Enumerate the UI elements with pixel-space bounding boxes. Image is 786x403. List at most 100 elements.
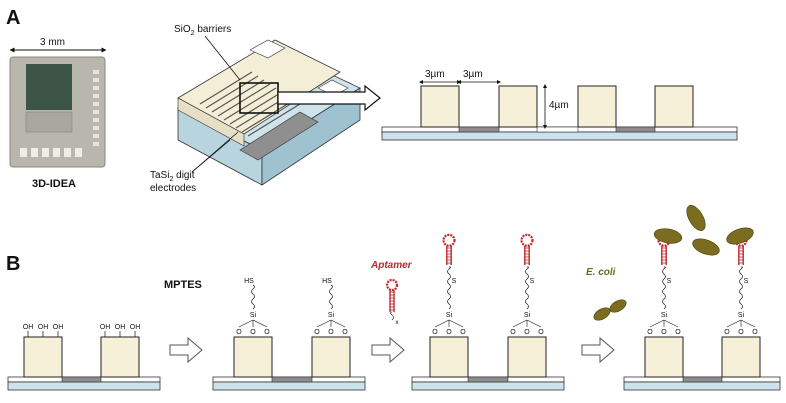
substrate [7, 381, 161, 391]
oh-label: OH [130, 324, 141, 331]
alkyl-chain [662, 266, 666, 310]
o-label: O [264, 329, 270, 336]
si-o-bond [330, 319, 346, 328]
s-label: S [530, 278, 535, 285]
alkyl-chain [329, 284, 333, 310]
process-arrow [371, 336, 405, 364]
si-label: Si [328, 312, 335, 319]
alkyl-chain [251, 284, 255, 310]
si-label: Si [446, 312, 453, 319]
electrode [467, 376, 509, 383]
oh-label: OH [53, 324, 64, 331]
pillar [721, 336, 761, 378]
pillar [311, 336, 351, 378]
si-label: Si [661, 312, 668, 319]
o-label: O [647, 329, 653, 336]
si-o-bond [740, 319, 756, 328]
process-arrow [581, 336, 615, 364]
o-label: O [661, 329, 667, 336]
o-label: O [724, 329, 730, 336]
si-o-bond [526, 319, 542, 328]
o-label: O [432, 329, 438, 336]
pillar [507, 336, 547, 378]
aptamer-loop [442, 233, 456, 247]
oh-label: OH [38, 324, 49, 331]
sio2-label: SiO2 barriers [174, 24, 231, 37]
hs-label: HS [244, 278, 254, 285]
pillar [23, 336, 63, 378]
o-label: O [738, 329, 744, 336]
panel-a-letter: A [6, 7, 20, 29]
si-o-bond [663, 319, 679, 328]
oh-label: OH [115, 324, 126, 331]
chip-3d-drawing [177, 39, 361, 186]
aptamer-linker [390, 311, 394, 321]
tasi2-label-line1: TaSi2 digit [150, 170, 195, 183]
o-label: O [752, 329, 758, 336]
electrode [61, 376, 102, 383]
si-o-bond [316, 319, 332, 328]
o-label: O [446, 329, 452, 336]
chip-photo [9, 56, 106, 168]
alkyl-chain [739, 266, 743, 310]
s-label: S [452, 278, 457, 285]
dim-gap-label: 3µm [463, 69, 483, 80]
substrate [623, 381, 781, 391]
cross-section-a [381, 85, 738, 141]
substrate [212, 381, 366, 391]
alkyl-chain [525, 266, 529, 310]
dim-height-label: 4µm [549, 100, 569, 111]
mptes-label: MPTES [164, 279, 202, 291]
s-label: S [667, 278, 672, 285]
si-label: Si [738, 312, 745, 319]
o-label: O [328, 329, 334, 336]
si-o-bond [726, 319, 742, 328]
aptamer-loop [520, 233, 534, 247]
ecoli-bacterium [726, 227, 754, 245]
panel-b-drawing [7, 205, 781, 391]
ecoli-label: E. coli [586, 267, 616, 278]
oh-label: OH [100, 324, 111, 331]
o-label: O [510, 329, 516, 336]
alkyl-chain [447, 266, 451, 310]
dimension-annotations [419, 80, 547, 129]
ecoli-bacterium [653, 228, 683, 244]
process-arrow [169, 336, 203, 364]
pillar [654, 85, 694, 128]
chip-name-label: 3D-IDEA [32, 178, 76, 190]
ecoli-bacterium [593, 307, 611, 321]
o-label: O [675, 329, 681, 336]
si-o-bond [238, 319, 254, 328]
electrode [536, 126, 579, 133]
aptamer-label: Aptamer [370, 260, 413, 271]
pillar [498, 85, 538, 128]
tasi2-leader-2 [191, 139, 231, 173]
si-o-bond [252, 319, 268, 328]
substrate [381, 131, 738, 141]
substrate [411, 381, 565, 391]
o-label: O [314, 329, 320, 336]
electrode [615, 126, 656, 133]
pillar [100, 336, 140, 378]
si-o-bond [434, 319, 450, 328]
zoom-arrow [277, 84, 381, 112]
pillar [644, 336, 684, 378]
dim-width-label: 3µm [425, 69, 445, 80]
si-label: Si [524, 312, 531, 319]
x-label: x [396, 320, 399, 326]
pillar [577, 85, 617, 128]
hs-label: HS [322, 278, 332, 285]
panel-b-letter: B [6, 253, 20, 275]
o-label: O [538, 329, 544, 336]
pillar [420, 85, 460, 128]
ecoli-bacterium [692, 238, 720, 256]
electrode [682, 376, 723, 383]
electrode [271, 376, 313, 383]
s-label: S [744, 278, 749, 285]
pillar [233, 336, 273, 378]
si-o-bond [448, 319, 464, 328]
o-label: O [250, 329, 256, 336]
chip-width-label: 3 mm [40, 37, 65, 48]
